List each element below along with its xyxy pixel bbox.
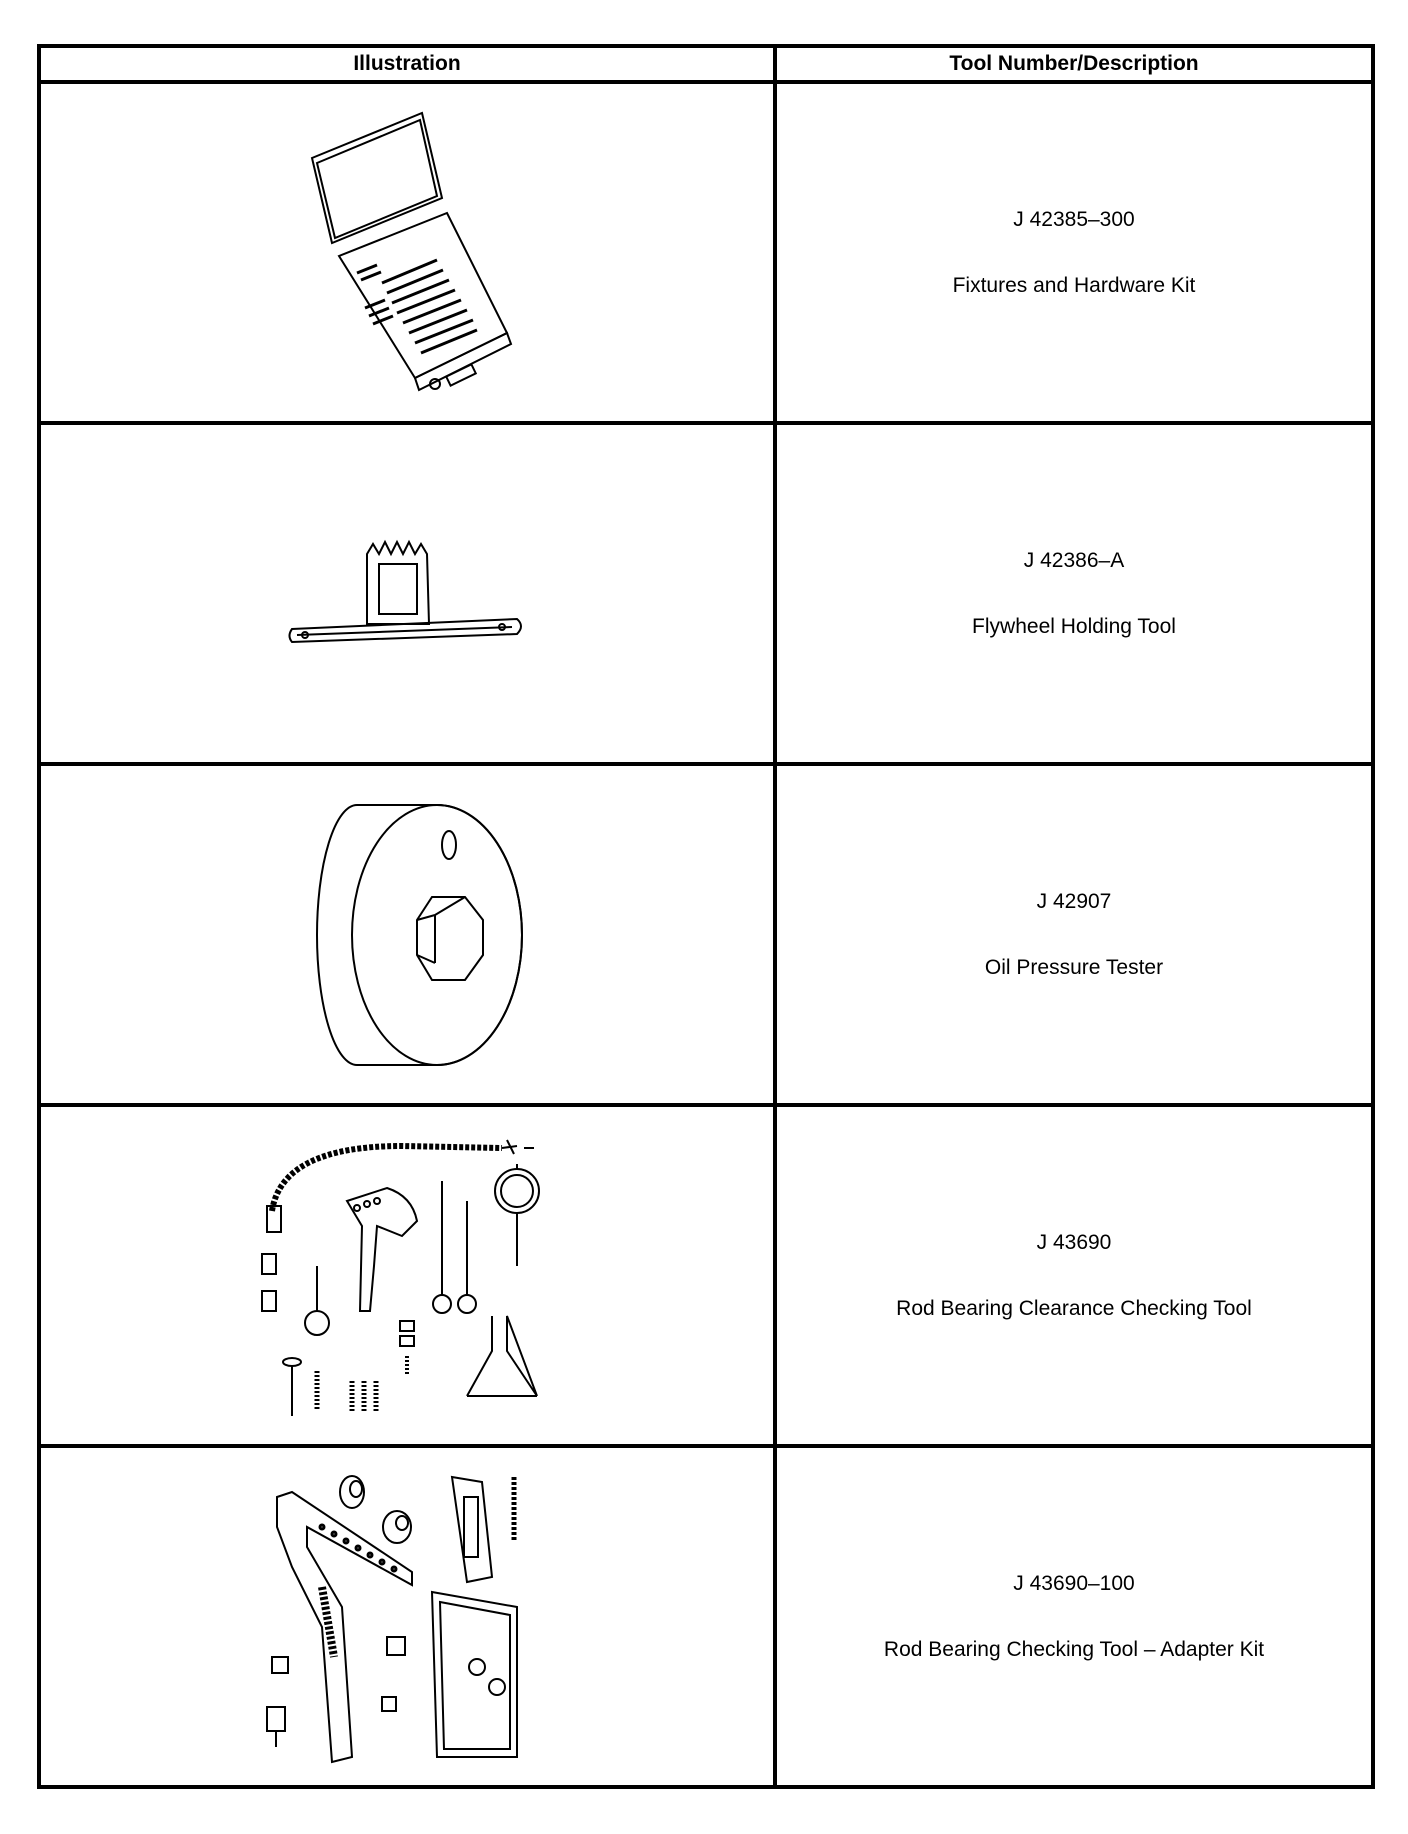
oil-pressure-tester-icon [287, 785, 527, 1085]
illustration-cell [37, 421, 777, 766]
tool-number: J 42386–A [1023, 548, 1125, 572]
tool-description: Oil Pressure Tester [984, 955, 1164, 979]
description-cell: J 43690–100 Rod Bearing Checking Tool – … [773, 1444, 1375, 1789]
illustration-cell [37, 1103, 777, 1448]
table-header-row: Illustration Tool Number/Description [37, 44, 1375, 84]
rod-bearing-checking-tool-icon [252, 1126, 562, 1426]
tool-number: J 42907 [1036, 889, 1112, 913]
hardware-kit-case-icon [297, 108, 517, 398]
adapter-kit-icon [252, 1467, 562, 1767]
illustration-cell [37, 1444, 777, 1789]
table-row: J 43690–100 Rod Bearing Checking Tool – … [37, 1444, 1375, 1789]
description-cell: J 42385–300 Fixtures and Hardware Kit [773, 80, 1375, 425]
flywheel-holding-tool-icon [287, 534, 527, 654]
table-row: J 42907 Oil Pressure Tester [37, 762, 1375, 1107]
illustration-cell [37, 80, 777, 425]
description-cell: J 42907 Oil Pressure Tester [773, 762, 1375, 1107]
table-row: J 42385–300 Fixtures and Hardware Kit [37, 80, 1375, 425]
header-tool-number-description: Tool Number/Description [773, 44, 1375, 84]
tool-number: J 43690 [1036, 1230, 1112, 1254]
tool-number: J 42385–300 [1013, 207, 1135, 231]
tool-description: Rod Bearing Checking Tool – Adapter Kit [883, 1637, 1265, 1661]
table-row: J 42386–A Flywheel Holding Tool [37, 421, 1375, 766]
tool-description: Flywheel Holding Tool [972, 614, 1176, 638]
table-row: J 43690 Rod Bearing Clearance Checking T… [37, 1103, 1375, 1448]
tool-description: Fixtures and Hardware Kit [952, 273, 1196, 297]
description-cell: J 42386–A Flywheel Holding Tool [773, 421, 1375, 766]
tool-description: Rod Bearing Clearance Checking Tool [896, 1296, 1252, 1320]
description-cell: J 43690 Rod Bearing Clearance Checking T… [773, 1103, 1375, 1448]
tool-table: Illustration Tool Number/Description [37, 44, 1375, 1789]
tool-number: J 43690–100 [1013, 1571, 1135, 1595]
header-illustration: Illustration [37, 44, 777, 84]
illustration-cell [37, 762, 777, 1107]
